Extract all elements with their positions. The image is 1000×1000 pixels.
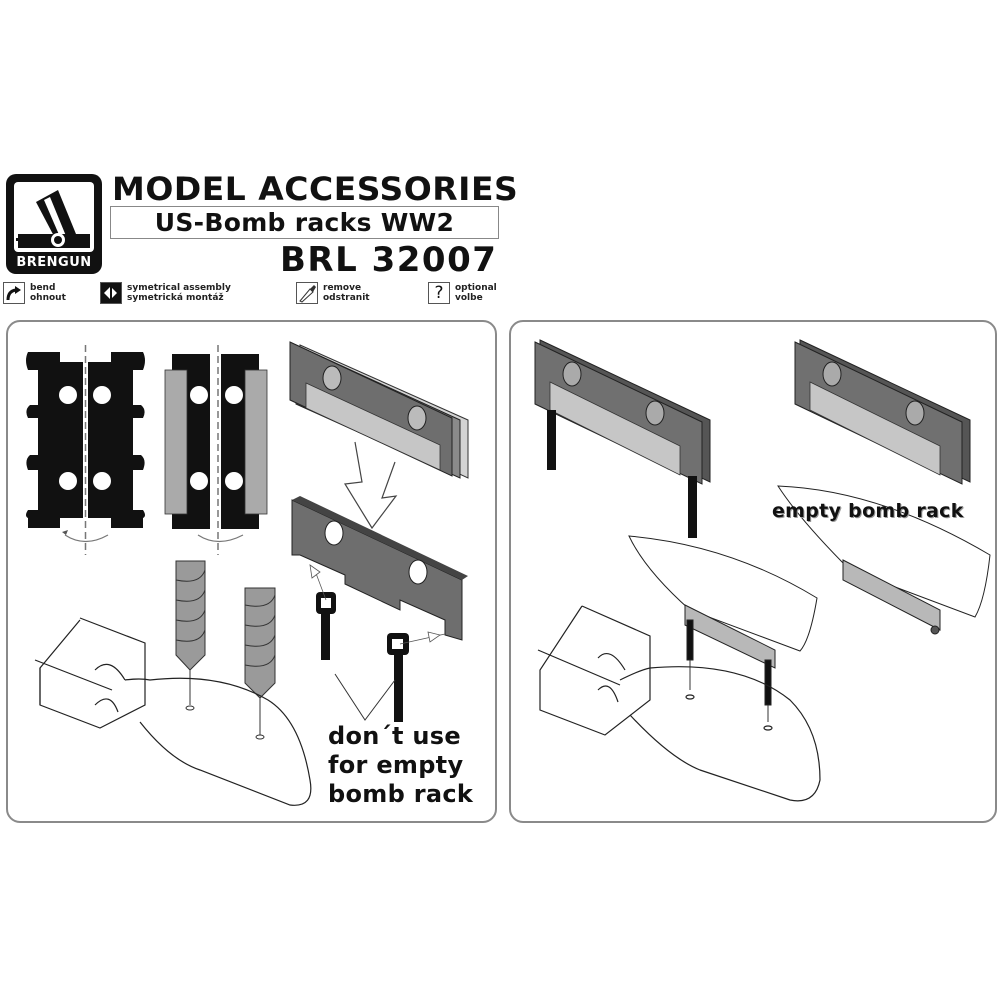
warning-note: don´t use for empty bomb rack	[328, 722, 474, 808]
etched-plate-flat	[26, 345, 145, 555]
legend-label: remove	[323, 283, 362, 293]
symmetrical-assembly-icon	[100, 282, 122, 304]
legend-label-cz: odstranit	[323, 293, 370, 303]
rifle-magazine-icon	[16, 190, 90, 248]
brengun-logo: BRENGUN	[6, 174, 102, 274]
wing-fairing-empty	[777, 485, 991, 635]
legend-label-cz: symetrická montáž	[127, 293, 224, 303]
legend-label: optional	[455, 283, 497, 293]
question-mark-icon: ?	[428, 282, 450, 304]
product-code: BRL 32007	[280, 240, 498, 280]
legend-label: symetrical assembly	[127, 283, 231, 293]
product-subtitle: US-Bomb racks WW2	[154, 208, 455, 237]
bomb-outline-left	[34, 617, 312, 806]
rack-plate-lower	[291, 496, 468, 641]
fuze-vane-2	[244, 587, 276, 740]
legend-symmetrical: symetrical assembly symetrická montáž	[100, 282, 231, 304]
legend-label: bend	[30, 283, 56, 293]
empty-rack-label: empty bomb rack	[772, 500, 964, 522]
brand-name: BRENGUN	[16, 255, 92, 270]
legend-label-cz: volbe	[455, 293, 483, 303]
cable-tie-left	[309, 564, 336, 660]
wing-fairing-loaded	[628, 535, 818, 722]
rack-empty	[794, 339, 971, 485]
fuze-vane-1	[175, 560, 206, 711]
logo-emblem	[14, 182, 94, 252]
rack-assembled-top	[289, 341, 469, 479]
bend-arrow-icon	[3, 282, 25, 304]
bomb-outline-right	[537, 605, 821, 802]
legend-label-cz: ohnout	[30, 293, 66, 303]
legend-optional: ? optional volbe	[428, 282, 497, 304]
legend-bend: bend ohnout	[3, 282, 66, 304]
etched-plate-with-inserts	[164, 345, 268, 555]
rack-with-ties	[534, 339, 711, 538]
subtitle-box: US-Bomb racks WW2	[110, 206, 499, 239]
legend-remove: remove odstranit	[296, 282, 370, 304]
page-title: MODEL ACCESSORIES	[112, 170, 519, 208]
cable-tie-right	[387, 631, 446, 722]
knife-icon	[296, 282, 318, 304]
